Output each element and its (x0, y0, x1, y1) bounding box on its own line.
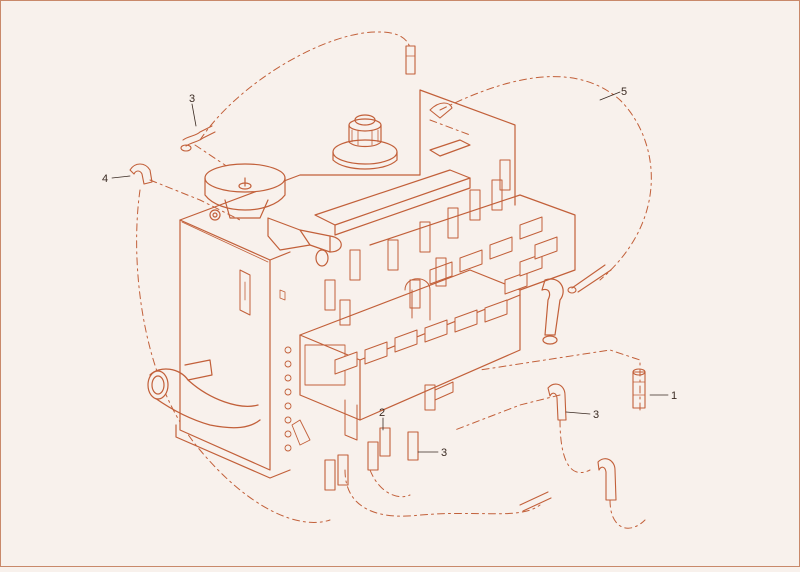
callout-labels: 3 4 5 1 3 2 3 (102, 86, 677, 459)
callout-label: 1 (671, 390, 677, 402)
hose-assemblies (129, 45, 646, 512)
callout-label: 4 (102, 173, 108, 185)
pump-motor-cap (332, 114, 398, 170)
bottom-valves (344, 381, 454, 441)
callout-label: 3 (441, 447, 447, 459)
filler-cap (204, 163, 286, 221)
callout-label: 5 (621, 86, 627, 98)
suction-hose (147, 359, 261, 429)
tank-elbow-fitting (267, 217, 342, 267)
callout-leaders (111, 91, 669, 453)
callout-label: 3 (593, 409, 599, 421)
top-fittings (324, 159, 511, 326)
tank-side-ports (284, 346, 311, 452)
manifold-rail (314, 139, 471, 236)
reservoir-tank (175, 89, 516, 479)
callout-label: 3 (189, 93, 195, 105)
bank-right-elbow (541, 278, 564, 345)
callout-label: 2 (379, 407, 385, 419)
